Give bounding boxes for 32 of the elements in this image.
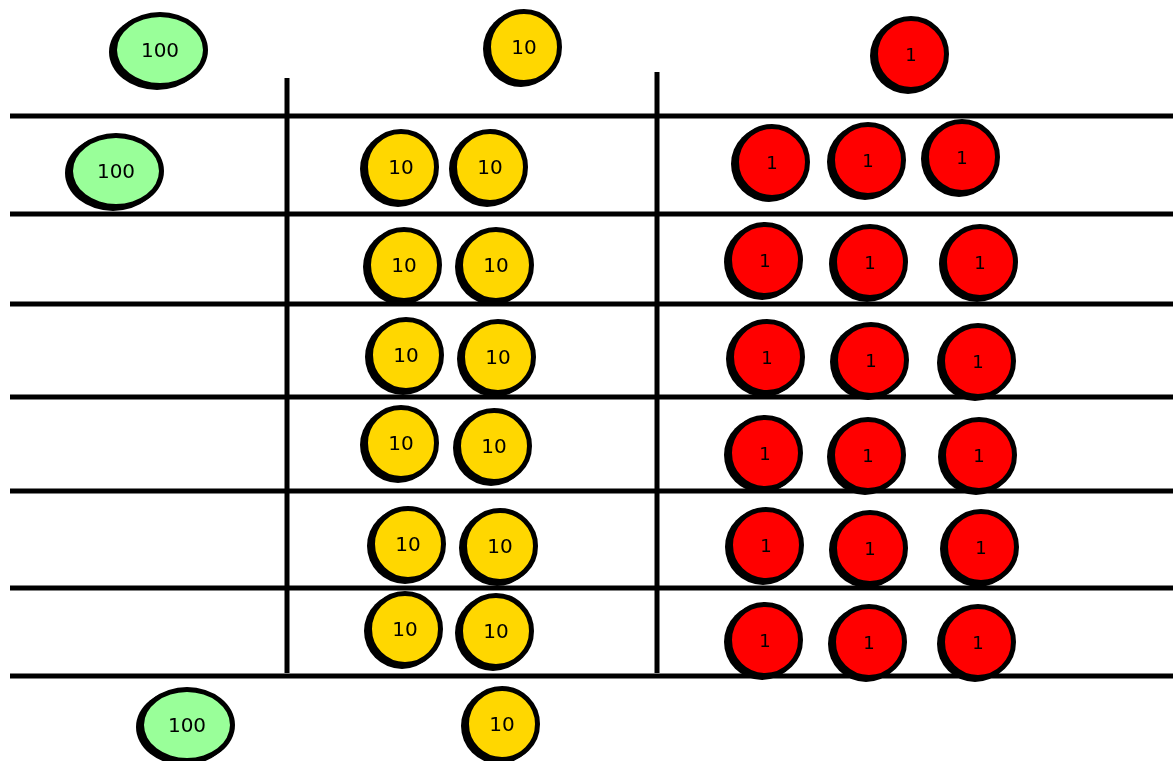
counter: 100	[68, 133, 164, 209]
counter: 1	[734, 124, 810, 200]
counter: 10	[363, 405, 439, 481]
counter: 1	[924, 119, 1000, 195]
counter: 1	[832, 510, 908, 586]
counter: 100	[112, 12, 208, 88]
counter: 10	[464, 686, 540, 761]
counter: 1	[943, 509, 1019, 585]
counter: 10	[363, 129, 439, 205]
counter: 10	[367, 591, 443, 667]
counter: 10	[452, 129, 528, 205]
counter: 100	[139, 687, 235, 761]
counter: 1	[729, 319, 805, 395]
counter: 1	[873, 16, 949, 92]
counter: 1	[940, 604, 1016, 680]
counter: 10	[370, 506, 446, 582]
counter: 1	[832, 224, 908, 300]
counter: 10	[460, 319, 536, 395]
counter: 1	[727, 415, 803, 491]
counter: 1	[830, 122, 906, 198]
counter: 10	[456, 408, 532, 484]
counter: 1	[727, 222, 803, 298]
counter: 1	[831, 604, 907, 680]
counter: 10	[486, 9, 562, 85]
counter: 10	[368, 317, 444, 393]
counter: 1	[833, 322, 909, 398]
counter: 1	[728, 507, 804, 583]
counter: 10	[458, 227, 534, 303]
counter: 10	[366, 227, 442, 303]
counter: 10	[462, 508, 538, 584]
counter: 1	[942, 224, 1018, 300]
counter: 10	[458, 593, 534, 669]
